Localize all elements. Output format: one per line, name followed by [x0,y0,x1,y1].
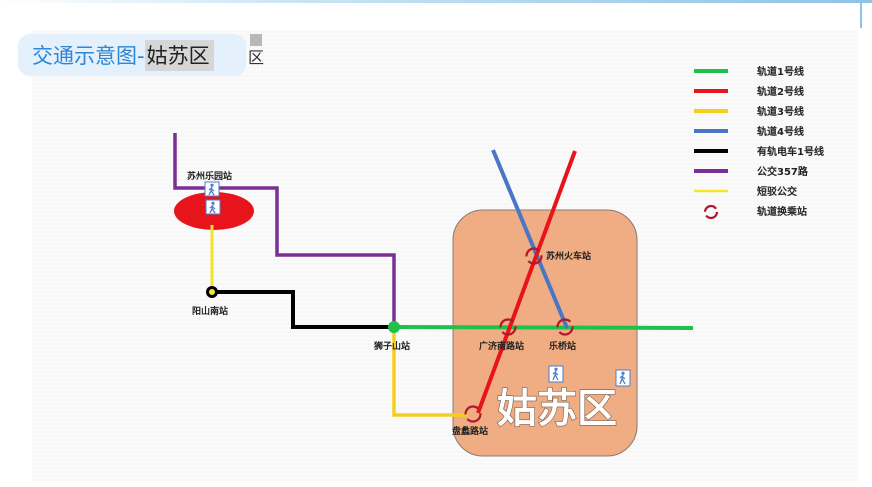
district-label: 姑苏区 [497,386,617,432]
interchange-icon[interactable] [556,318,574,336]
title-corner-marker [250,34,262,46]
legend-item: 公交357路 [694,165,809,178]
title-tail: 区 [248,48,265,67]
legend-item: 轨道4号线 [694,125,804,138]
tram-line-1 [212,290,394,329]
legend-item: 轨道2号线 [694,85,804,98]
legend-item: 轨道换乘站 [703,204,807,220]
station-label-shizishan: 狮子山站 [373,340,410,352]
track-line-2 [476,150,577,414]
interchange-icon[interactable] [525,247,543,265]
interchange-icon[interactable] [464,405,482,423]
legend-label: 轨道换乘站 [757,205,807,218]
window-edge [860,0,862,28]
pedestrian-icon [205,199,221,215]
pedestrian-icon [204,181,220,197]
station-label-railway: 苏州火车站 [546,250,591,262]
gusu-district-area [452,209,638,457]
legend-label: 轨道2号线 [757,85,804,98]
page-title: 交通示意图-姑苏区 [18,34,246,76]
legend-label: 公交357路 [757,165,809,178]
station-label-guangji-south: 广济南路站 [479,340,524,352]
map-canvas [32,30,858,482]
bus-357-line [173,133,396,327]
station-label-panli-road: 盘蠡路站 [452,425,488,437]
legend-item: 短驳公交 [694,185,797,198]
legend-item: 轨道1号线 [694,65,804,78]
station-label-amusement-park: 苏州乐园站 [187,170,232,182]
legend-label: 有轨电车1号线 [757,145,824,158]
interchange-icon [703,204,719,220]
station-label-leqiao: 乐桥站 [549,340,576,352]
top-rule [0,0,872,3]
legend-label: 轨道1号线 [757,65,804,78]
legend: 轨道1号线轨道2号线轨道3号线轨道4号线有轨电车1号线公交357路短驳公交轨道换… [694,65,824,220]
legend-label: 轨道4号线 [757,125,804,138]
interchange-icon[interactable] [499,318,517,336]
track-line-1 [393,325,694,330]
shuttle-bus-line-b [392,330,468,417]
title-highlight: 姑苏区 [144,39,214,71]
title-prefix: 交通示意图- [32,44,145,68]
legend-item: 轨道3号线 [694,105,804,118]
station-node-icon [209,289,215,295]
legend-label: 轨道3号线 [757,105,804,118]
legend-label: 短驳公交 [757,185,797,198]
pedestrian-icon [615,369,631,387]
legend-item: 有轨电车1号线 [694,145,824,158]
pedestrian-icon [548,365,564,383]
station-node-icon[interactable] [388,321,400,333]
station-label-yangshan-south: 阳山南站 [192,305,228,317]
track-line-4 [491,149,569,329]
